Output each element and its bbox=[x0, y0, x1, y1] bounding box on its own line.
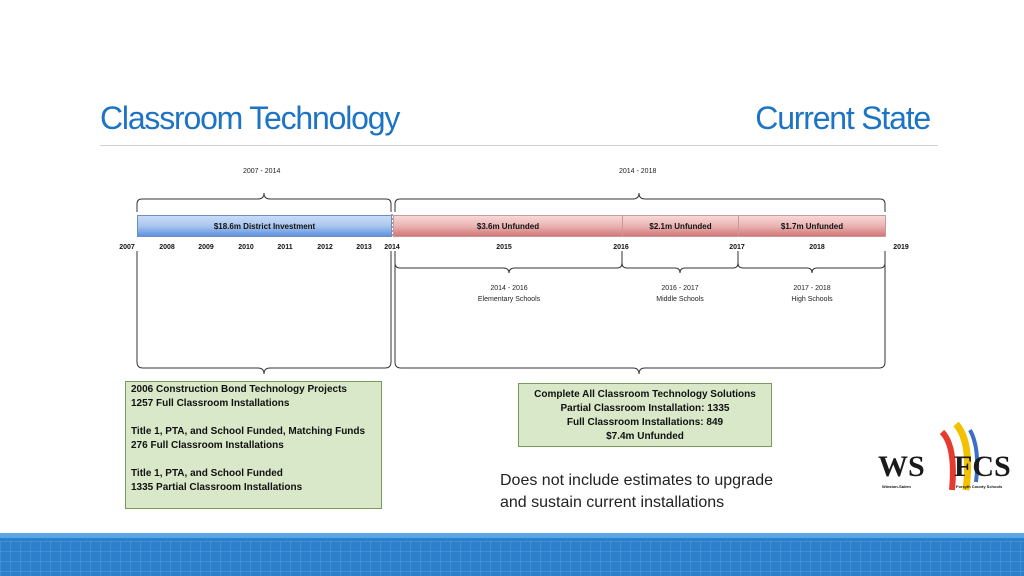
year-tick: 2007 bbox=[119, 244, 135, 251]
phase-range-elementary: 2014 - 2016 bbox=[490, 285, 528, 292]
phase-label-middle: Middle Schools bbox=[656, 296, 704, 303]
phase-brace-middle bbox=[621, 251, 739, 274]
bar-district-investment: $18.6m District Investment bbox=[137, 215, 392, 237]
year-tick: 2011 bbox=[277, 244, 293, 251]
footer-stripe bbox=[0, 533, 1024, 538]
phase-brace-elementary bbox=[394, 251, 623, 274]
summary-line: 276 Full Classroom Installations bbox=[131, 440, 284, 451]
range-label-2014-2018: 2014 - 2018 bbox=[619, 168, 657, 175]
year-tick: 2016 bbox=[613, 244, 629, 251]
footer-pattern bbox=[0, 541, 1024, 576]
phase-brace-high bbox=[737, 251, 886, 274]
logo-sub-left: Winston-Salem bbox=[882, 484, 911, 489]
summary-line: Partial Classroom Installation: 1335 bbox=[560, 403, 730, 414]
note-line: Does not include estimates to upgrade bbox=[500, 472, 774, 489]
unfunded-summary: Complete All Classroom Technology Soluti… bbox=[518, 383, 772, 447]
year-tick: 2014 bbox=[384, 244, 400, 251]
footer-band bbox=[0, 533, 1024, 576]
summary-line: Title 1, PTA, and School Funded, Matchin… bbox=[131, 426, 366, 437]
summary-line: Full Classroom Installations: 849 bbox=[566, 417, 724, 428]
phase-range-high: 2017 - 2018 bbox=[793, 285, 831, 292]
summary-line: Complete All Classroom Technology Soluti… bbox=[534, 389, 756, 400]
year-tick: 2012 bbox=[317, 244, 333, 251]
summary-line: 1257 Full Classroom Installations bbox=[131, 398, 290, 409]
note-line: and sustain current installations bbox=[500, 494, 725, 511]
top-brace-left bbox=[136, 192, 392, 212]
year-tick: 2013 bbox=[356, 244, 372, 251]
page-subtitle: Current State bbox=[755, 100, 931, 136]
title-divider bbox=[100, 145, 938, 146]
year-tick: 2008 bbox=[159, 244, 175, 251]
bar-unfunded-middle: $2.1m Unfunded bbox=[622, 215, 739, 237]
phase-label-elementary: Elementary Schools bbox=[477, 296, 541, 303]
bar-unfunded-elementary: $3.6m Unfunded bbox=[393, 215, 623, 237]
district-investment-summary: 2006 Construction Bond Technology Projec… bbox=[125, 381, 382, 509]
logo-text-left: WS bbox=[878, 450, 925, 483]
lower-brace-right bbox=[394, 251, 886, 375]
bar-unfunded-high: $1.7m Unfunded bbox=[738, 215, 886, 237]
lower-brace-left bbox=[136, 251, 392, 375]
top-brace-right bbox=[394, 192, 886, 212]
range-label-2007-2014: 2007 - 2014 bbox=[243, 168, 281, 175]
estimate-note: Does not include estimates to upgrade an… bbox=[500, 470, 773, 514]
logo-sub-right: Forsyth County Schools bbox=[956, 484, 1003, 489]
year-tick: 2019 bbox=[893, 244, 909, 251]
year-tick: 2015 bbox=[496, 244, 512, 251]
logo-text-right: FCS bbox=[954, 450, 1011, 483]
year-tick: 2010 bbox=[238, 244, 254, 251]
phase-range-middle: 2016 - 2017 bbox=[661, 285, 699, 292]
summary-line: 1335 Partial Classroom Installations bbox=[131, 482, 303, 493]
page-title: Classroom Technology bbox=[100, 100, 400, 136]
summary-line: Title 1, PTA, and School Funded bbox=[131, 468, 283, 479]
year-tick: 2017 bbox=[729, 244, 745, 251]
year-tick: 2009 bbox=[198, 244, 214, 251]
phase-label-high: High Schools bbox=[791, 296, 833, 303]
summary-line: $7.4m Unfunded bbox=[606, 431, 684, 442]
year-tick: 2018 bbox=[809, 244, 825, 251]
wsfcs-logo: WS FCS Winston-Salem Forsyth County Scho… bbox=[872, 420, 1011, 500]
logo-swoosh-icon bbox=[939, 421, 980, 491]
summary-line: 2006 Construction Bond Technology Projec… bbox=[131, 384, 347, 395]
